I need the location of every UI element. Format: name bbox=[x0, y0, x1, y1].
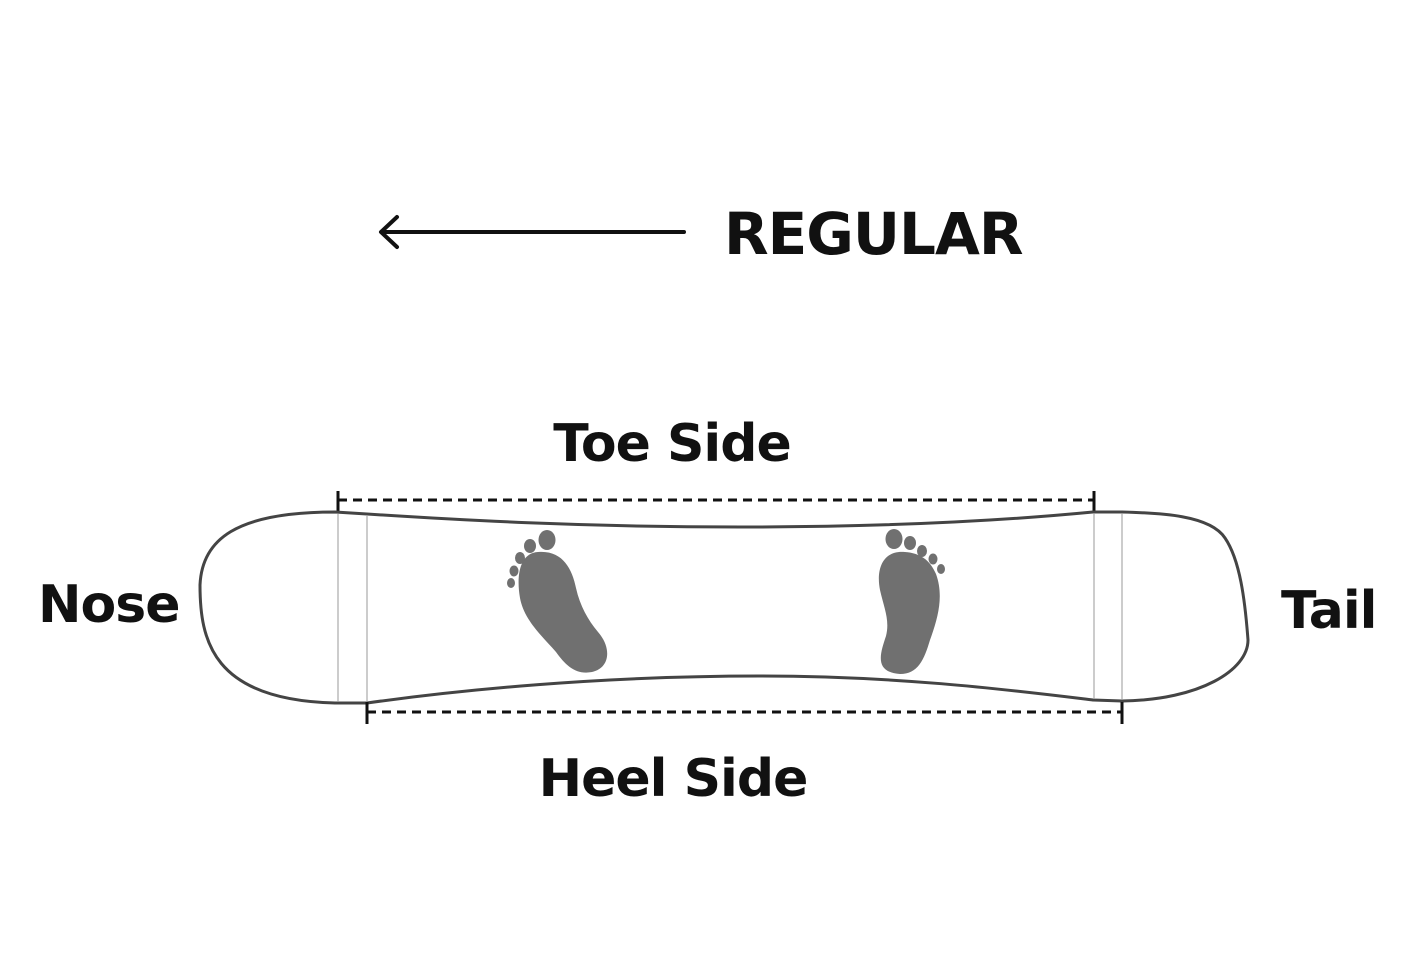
snowboard-outline bbox=[198, 510, 1250, 705]
arrow-left-icon bbox=[379, 215, 686, 249]
heel-side-measure-line bbox=[365, 702, 1124, 724]
stance-indicator: REGULAR bbox=[379, 200, 1024, 268]
right-footprint-icon bbox=[878, 529, 945, 674]
tail-label: Tail bbox=[1281, 581, 1377, 641]
toe-side-measure-line bbox=[336, 491, 1096, 512]
stance-label: REGULAR bbox=[724, 200, 1023, 268]
nose-label: Nose bbox=[38, 575, 179, 635]
heel-side-label: Heel Side bbox=[539, 749, 808, 809]
left-footprint-icon bbox=[507, 530, 608, 673]
toe-side-label: Toe Side bbox=[553, 414, 790, 474]
